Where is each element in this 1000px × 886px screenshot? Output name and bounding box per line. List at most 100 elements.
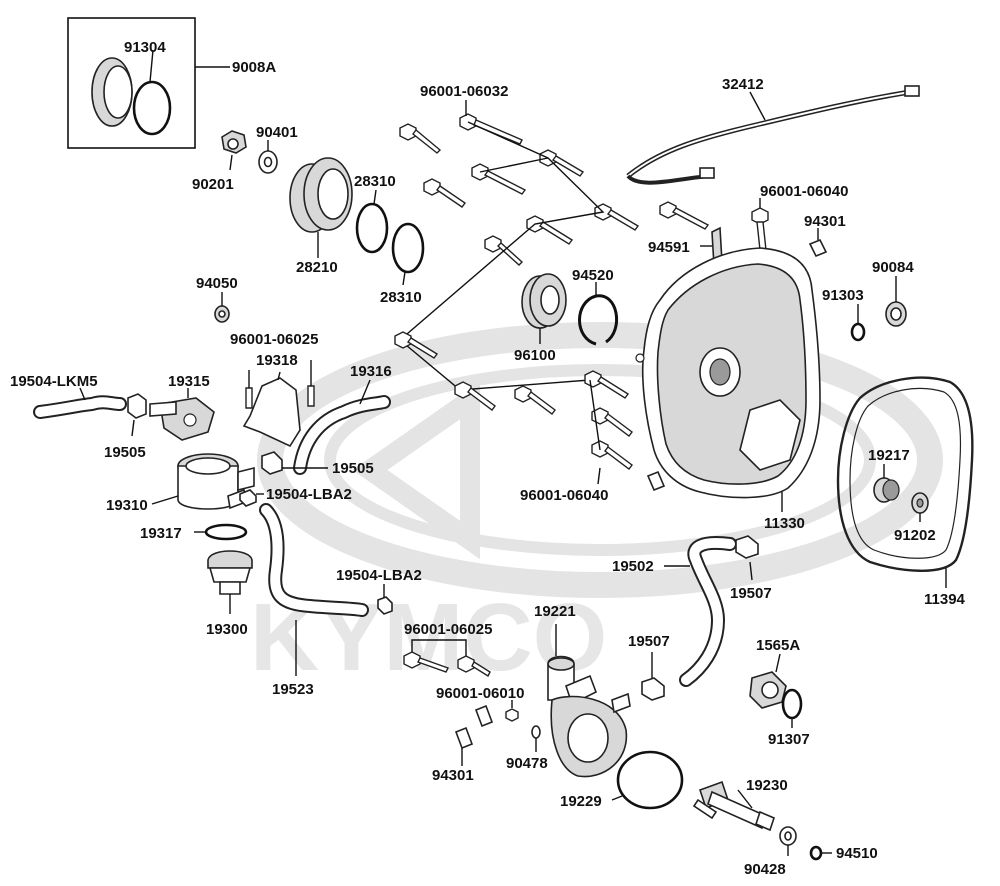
bracket-19318 [242,371,301,448]
label-94510: 94510 [836,845,878,862]
label-96001-06040-lower: 96001-06040 [520,487,608,504]
bolt-96001-06010 [505,700,519,722]
dowels-94301-lower [454,704,494,766]
label-19504-lba2-lower: 19504-LBA2 [336,567,422,584]
label-19300: 19300 [206,621,248,638]
label-96100: 96100 [514,347,556,364]
label-28310-lower: 28310 [380,289,422,306]
label-90201: 90201 [192,176,234,193]
label-19318: 19318 [256,352,298,369]
label-19316: 19316 [350,363,392,380]
label-96001-06025-upper: 96001-06025 [230,331,318,348]
bolts-96001-06040-lower [394,331,633,485]
o-ring-19229 [611,750,684,810]
part-labels: 91304 9008A 90401 90201 28310 28210 2831… [10,39,966,878]
cable-32412 [626,85,920,185]
o-ring-91202 [911,492,929,522]
part-90084-cap [885,276,907,327]
label-91307: 91307 [768,731,810,748]
part-19217-plug [873,464,900,503]
clamp-19504-lba2-upper [239,489,264,507]
bolts-96001-06025-left [245,360,315,409]
label-90428: 90428 [744,861,786,878]
label-19505-left: 19505 [104,444,146,461]
label-91303: 91303 [822,287,864,304]
o-rings-28310 [355,189,425,286]
bolts-96001-06032 [398,100,710,391]
cover-11330 [635,247,821,512]
hose-19504-lkm5 [33,387,127,419]
part-90201-nut [221,130,247,171]
part-90401-washer [258,140,278,174]
sensor-1565a [749,653,787,709]
label-19523: 19523 [272,681,314,698]
label-91202: 91202 [894,527,936,544]
label-96001-06010: 96001-06010 [436,685,524,702]
gasket-11394 [836,376,974,588]
housing-19310 [151,453,255,510]
label-94050: 94050 [196,275,238,292]
label-19315: 19315 [168,373,210,390]
o-ring-91307 [781,688,803,728]
label-94591: 94591 [648,239,690,256]
label-19505-right: 19505 [332,460,374,477]
label-19229: 19229 [560,793,602,810]
hose-19316 [293,379,391,475]
kit-9008a-box [67,17,230,149]
dowel-94301-upper [808,228,828,258]
washer-90478 [531,725,541,752]
label-96001-06040-upper: 96001-06040 [760,183,848,200]
label-32412: 32412 [722,76,764,93]
label-90478: 90478 [506,755,548,772]
clamp-19507-upper [735,535,759,581]
label-19230: 19230 [746,777,788,794]
clamp-19505-right [261,451,328,475]
thermostat-19300 [207,550,253,614]
clamp-19505-left [127,393,147,437]
clamp-19504-lba2-lower [377,584,393,615]
o-ring-91303 [850,304,866,342]
o-ring-19317 [194,523,248,541]
cover-19315 [149,388,215,441]
o-ring-91304 [132,80,172,136]
label-11330: 11330 [764,515,805,532]
label-94301-lower: 94301 [432,767,474,784]
label-1565a: 1565A [756,637,800,654]
label-19507-lower: 19507 [628,633,670,650]
washer-90428 [779,826,797,856]
label-19317: 19317 [140,525,182,542]
clip-94510 [809,845,832,861]
label-19221: 19221 [534,603,576,620]
label-96001-06025-lower: 96001-06025 [404,621,492,638]
label-19502: 19502 [612,558,654,575]
label-91304: 91304 [124,39,166,56]
label-94301-upper: 94301 [804,213,846,230]
pump-cover-19221 [547,624,631,778]
label-11394: 11394 [924,591,966,608]
label-19504-lba2-upper: 19504-LBA2 [266,486,352,503]
label-96001-06032: 96001-06032 [420,83,508,100]
label-19504-lkm5: 19504-LKM5 [10,373,98,390]
label-90401: 90401 [256,124,298,141]
circlip-94520 [578,282,619,346]
label-19217: 19217 [868,447,910,464]
label-28310-upper: 28310 [354,173,396,190]
label-94520: 94520 [572,267,614,284]
label-90084: 90084 [872,259,914,276]
label-28210: 28210 [296,259,338,276]
hose-19523 [259,503,369,676]
hose-19502 [664,536,737,687]
bolt-96001-06040-upper [751,198,769,251]
label-9008a: 9008A [232,59,276,76]
label-19507-upper: 19507 [730,585,772,602]
impeller-shaft-19230 [692,780,775,832]
part-28210-seal [289,157,353,258]
part-94050-nut [214,292,230,323]
clamp-19507-lower [641,652,665,701]
label-19310: 19310 [106,497,148,514]
watermark-logo: KYMCO [250,322,943,691]
bearing-96100 [521,273,567,344]
bolts-96001-06025-lower [403,639,491,678]
